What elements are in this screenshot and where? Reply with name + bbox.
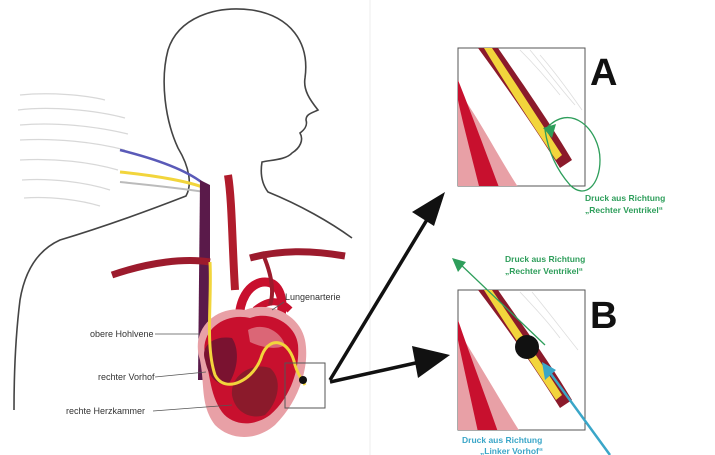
panel-b-top-caption-line1: Druck aus Richtung <box>505 254 585 264</box>
panel-b-green-arrowhead <box>452 258 466 272</box>
catheter-tip <box>299 376 307 384</box>
label-right-atrium: rechter Vorhof <box>98 372 155 382</box>
panel-a: A Druck aus Richtung „Rechter Ventrikel“ <box>458 48 665 215</box>
hand-sketch <box>18 94 128 206</box>
label-pulmonary-artery: Lungenarterie <box>285 292 341 302</box>
right-subclavian <box>112 261 210 275</box>
panel-a-caption-line2: „Rechter Ventrikel“ <box>585 205 663 215</box>
panel-b-letter: B <box>590 295 617 337</box>
carotid-artery <box>228 175 235 290</box>
panel-b: Druck aus Richtung „Rechter Ventrikel“ B… <box>452 254 617 455</box>
panel-a-caption-line1: Druck aus Richtung <box>585 193 665 203</box>
panel-a-letter: A <box>590 52 617 94</box>
label-superior-vena-cava: obere Hohlvene <box>90 329 154 339</box>
panel-b-bottom-caption-line2: „Linker Vorhof“ <box>480 446 543 455</box>
neck-vein-blue <box>120 150 205 185</box>
panel-b-bottom-caption-line1: Druck aus Richtung <box>462 435 542 445</box>
panel-b-top-caption-line2: „Rechter Ventrikel“ <box>505 266 583 276</box>
label-right-ventricle: rechte Herzkammer <box>66 406 145 416</box>
panel-b-balloon <box>515 335 539 359</box>
